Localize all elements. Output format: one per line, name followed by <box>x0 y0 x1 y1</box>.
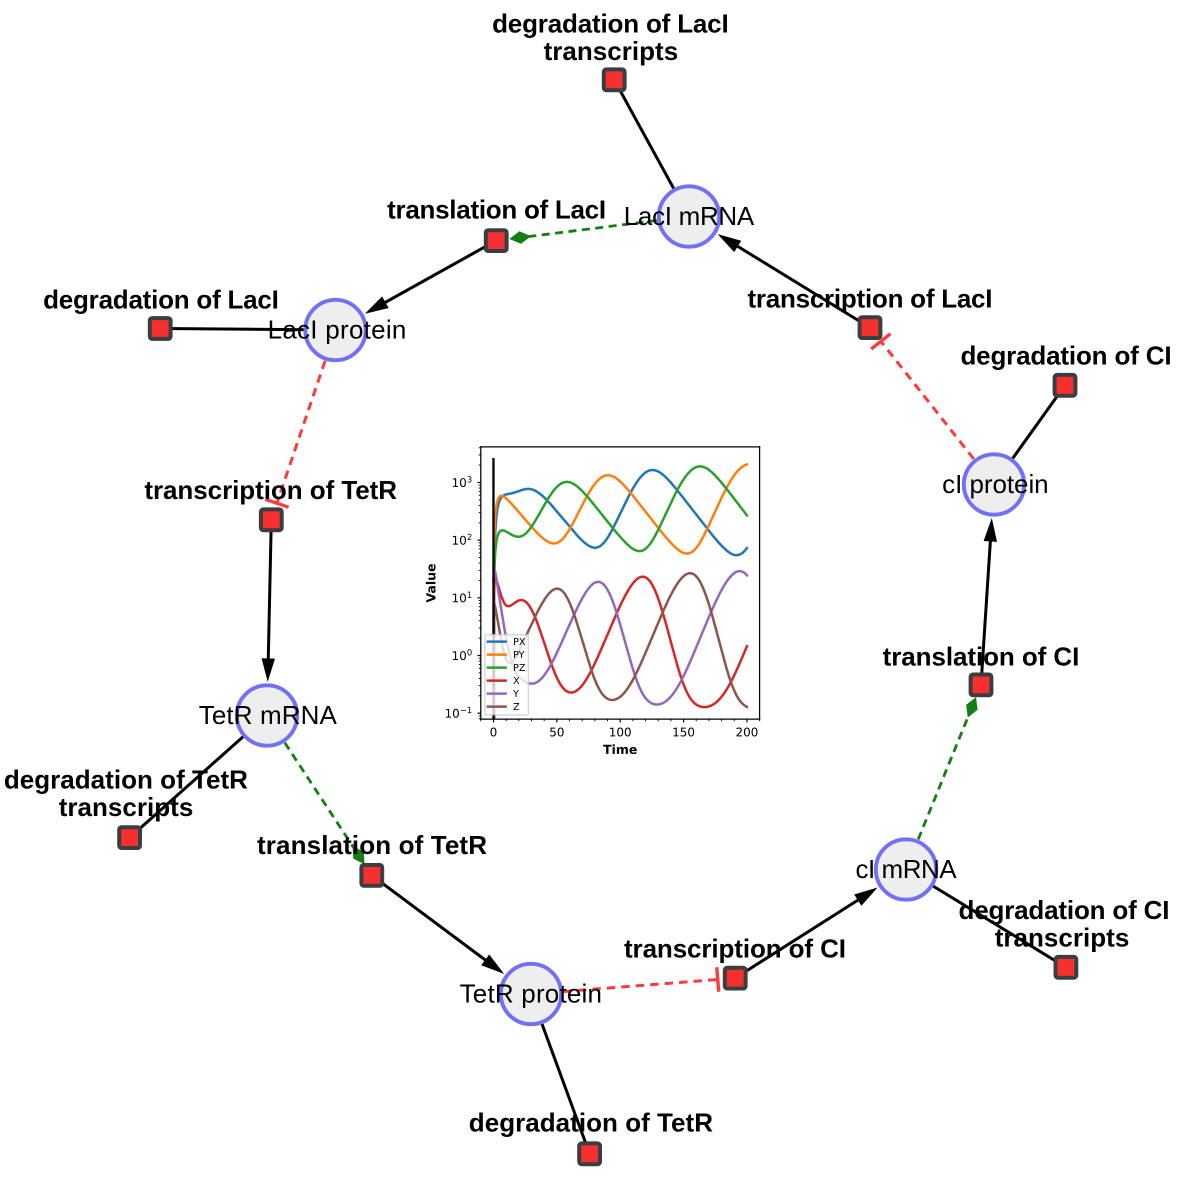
svg-text:translation of TetR: translation of TetR <box>257 830 487 860</box>
svg-text:degradation of LacI: degradation of LacI <box>492 8 729 38</box>
svg-text:LacI mRNA: LacI mRNA <box>624 201 755 231</box>
svg-text:cI mRNA: cI mRNA <box>856 854 958 884</box>
svg-text:translation of LacI: translation of LacI <box>387 195 606 225</box>
svg-text:transcripts: transcripts <box>544 36 679 66</box>
svg-text:LacI protein: LacI protein <box>268 315 407 345</box>
svg-text:degradation of LacI: degradation of LacI <box>43 285 279 315</box>
svg-text:transcription of CI: transcription of CI <box>624 934 846 964</box>
svg-text:transcripts: transcripts <box>59 792 194 822</box>
svg-text:degradation of CI: degradation of CI <box>960 341 1171 371</box>
svg-text:transcripts: transcripts <box>995 922 1130 952</box>
svg-text:transcription of LacI: transcription of LacI <box>748 284 993 314</box>
svg-text:degradation of TetR: degradation of TetR <box>4 764 248 794</box>
svg-text:cI protein: cI protein <box>942 469 1049 499</box>
svg-text:TetR mRNA: TetR mRNA <box>199 700 338 730</box>
svg-text:TetR protein: TetR protein <box>460 979 602 1009</box>
svg-text:transcription of TetR: transcription of TetR <box>144 475 397 505</box>
svg-text:degradation of TetR: degradation of TetR <box>469 1108 713 1138</box>
svg-text:translation of CI: translation of CI <box>883 641 1080 671</box>
svg-text:degradation of CI: degradation of CI <box>959 895 1170 925</box>
